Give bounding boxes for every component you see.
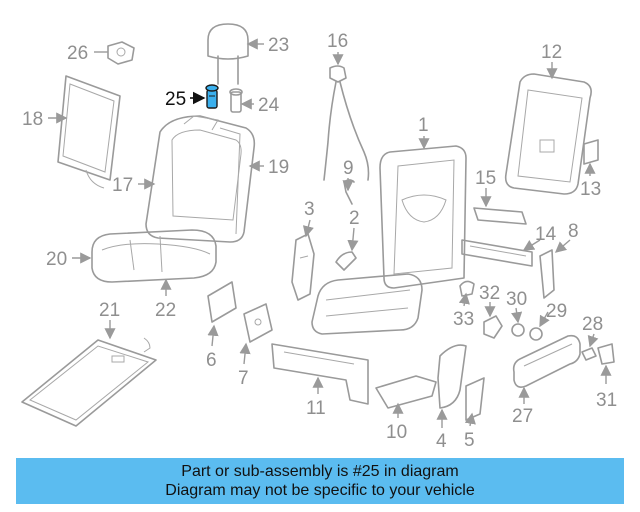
callout-12: 12 — [541, 42, 562, 63]
callout-7: 7 — [238, 368, 249, 389]
banner-line-1: Part or sub-assembly is #25 in diagram — [181, 463, 459, 480]
part-2-lever — [335, 251, 357, 271]
callout-8: 8 — [568, 221, 579, 242]
callout-4: 4 — [436, 431, 447, 452]
part-7-trim-plate — [243, 303, 273, 343]
leader-2 — [347, 227, 359, 252]
callout-27: 27 — [512, 406, 533, 427]
leader-28 — [587, 333, 599, 348]
callout-18: 18 — [22, 109, 43, 130]
callout-22: 22 — [155, 300, 176, 321]
info-banner: Part or sub-assembly is #25 in diagram D… — [16, 458, 624, 504]
part-18-back-panel — [57, 75, 121, 189]
part-10-track-cover — [375, 375, 437, 409]
part-8-latch-plate — [539, 249, 555, 299]
part-16-cable — [323, 65, 370, 181]
part-27-armrest — [512, 334, 581, 388]
callout-31: 31 — [596, 390, 617, 411]
part-20-seat-cushion — [91, 229, 217, 283]
part-31-cap — [597, 343, 615, 365]
callout-24: 24 — [258, 95, 280, 116]
part-1-seat-frame — [311, 145, 467, 335]
part-14-rail — [461, 239, 533, 267]
leader-6 — [207, 324, 219, 347]
part-32-knob — [483, 315, 503, 339]
part-33-cap — [459, 280, 475, 297]
leader-33 — [458, 292, 470, 307]
callout-13: 13 — [580, 179, 601, 200]
part-26-bracket — [107, 41, 135, 65]
part-24-guide-sleeve — [229, 88, 243, 113]
leader-3 — [302, 219, 314, 238]
callout-32: 32 — [479, 283, 500, 304]
callout-28: 28 — [582, 314, 603, 335]
part-21-floor-mat — [21, 337, 157, 427]
part-23-headrest — [207, 23, 249, 85]
callout-19: 19 — [268, 157, 289, 178]
callout-3: 3 — [304, 199, 315, 220]
callout-2: 2 — [349, 208, 360, 229]
callout-17: 17 — [112, 175, 133, 196]
callout-26: 26 — [67, 43, 88, 64]
part-13-clip — [583, 139, 599, 165]
callout-23: 23 — [268, 35, 289, 56]
callout-30: 30 — [506, 289, 527, 310]
part-25-headrest-guide — [205, 84, 219, 109]
callout-29: 29 — [546, 301, 567, 322]
leader-29 — [539, 311, 550, 328]
leader-5 — [464, 412, 476, 427]
part-11-lower-trim — [271, 343, 369, 405]
callout-1: 1 — [418, 115, 429, 136]
callout-11: 11 — [306, 398, 326, 419]
part-5-cover — [465, 377, 485, 421]
callout-16: 16 — [327, 31, 348, 52]
callout-5: 5 — [464, 430, 475, 451]
callout-9: 9 — [343, 158, 354, 179]
banner-line-2: Diagram may not be specific to your vehi… — [165, 482, 475, 499]
leader-7 — [239, 342, 251, 365]
leader-30 — [511, 307, 523, 324]
leader-lines — [48, 38, 612, 428]
part-6-trim-plate — [207, 281, 237, 323]
leader-14 — [522, 239, 541, 251]
part-30-bushing — [511, 323, 525, 337]
callout-6: 6 — [206, 350, 217, 371]
callout-14: 14 — [535, 224, 557, 245]
callout-20: 20 — [46, 249, 67, 270]
part-9-latch-rod — [343, 179, 355, 205]
part-12-rear-panel — [504, 73, 592, 195]
part-28-pin — [581, 347, 597, 361]
callout-33: 33 — [453, 309, 474, 330]
callout-25: 25 — [165, 89, 186, 110]
leader-8 — [554, 239, 571, 253]
callout-10: 10 — [386, 422, 407, 443]
part-3-side-bracket — [291, 233, 315, 301]
part-29-bushing — [529, 327, 543, 341]
part-4-side-shield — [437, 344, 467, 409]
callout-21: 21 — [99, 300, 120, 321]
callout-15: 15 — [475, 168, 496, 189]
callout-labels: 26 23 16 12 18 24 25 1 19 17 13 9 15 3 2… — [22, 31, 617, 452]
part-19-seat-back-cover — [145, 115, 256, 243]
part-15-bracket — [473, 207, 527, 225]
